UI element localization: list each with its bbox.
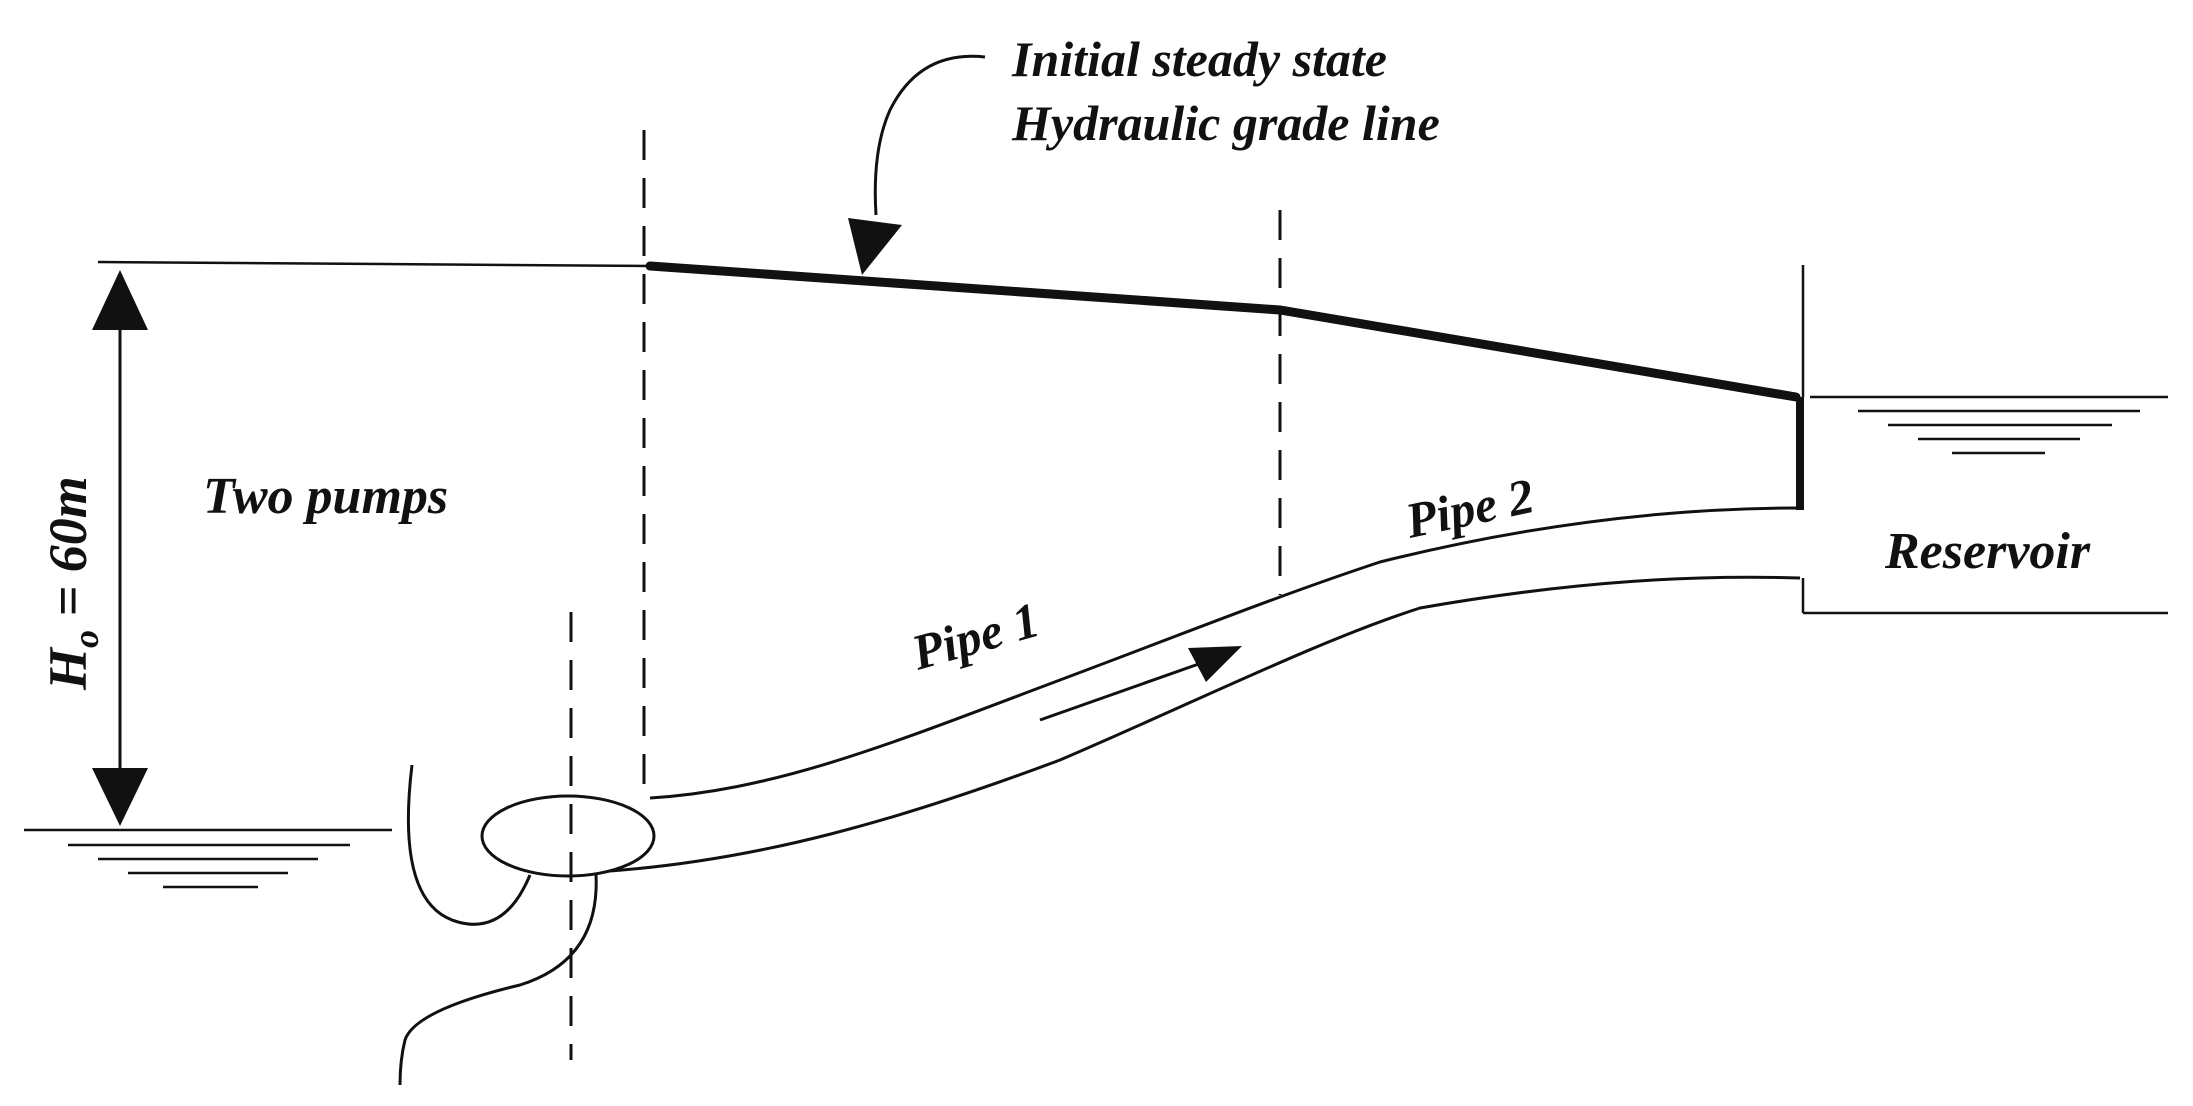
- two-pumps-label: Two pumps: [203, 468, 448, 525]
- flow-direction-arrow: [1039, 646, 1242, 722]
- hgl-callout-arrow: [848, 54, 986, 275]
- reservoir-water-surface-icon: [1810, 395, 2168, 455]
- svg-text:Ho = 60m: Ho = 60m: [38, 476, 106, 691]
- pipe-2-label: Pipe 2: [1400, 467, 1539, 549]
- head-dimension-arrow: [92, 270, 148, 826]
- pump-inlet-curve-left: [406, 764, 532, 926]
- pipe-1-label: Pipe 1: [905, 591, 1046, 681]
- sump-water-surface-icon: [24, 828, 392, 889]
- pump-inlet-curve-lower: [398, 874, 598, 1086]
- head-value-label: Ho = 60m: [38, 476, 106, 691]
- pipe-upper-wall: [649, 506, 1801, 800]
- pipe-lower-wall: [609, 575, 1801, 873]
- head-reference-line: [97, 260, 651, 268]
- reservoir-label: Reservoir: [1884, 523, 2091, 580]
- hgl-label-line1: Initial steady state: [1011, 31, 1387, 87]
- hydraulic-grade-line: [645, 261, 1801, 402]
- hgl-label-line2: Hydraulic grade line: [1011, 95, 1440, 151]
- pump-casing-icon: [480, 794, 656, 878]
